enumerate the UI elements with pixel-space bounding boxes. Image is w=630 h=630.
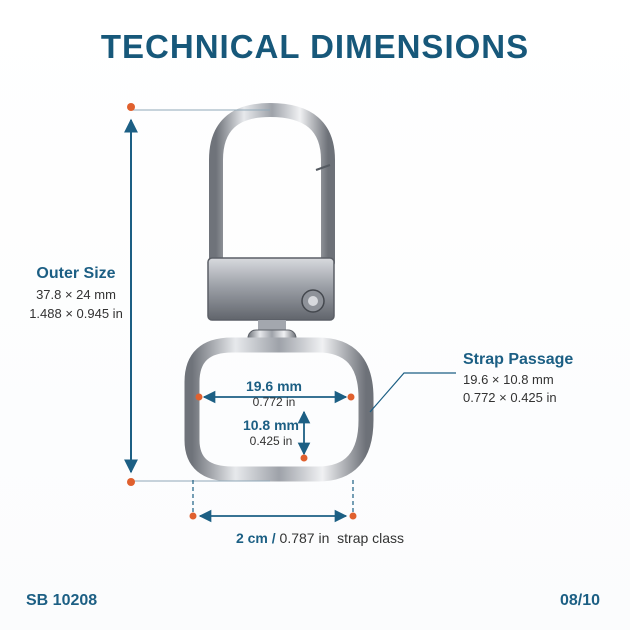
marker-dot [127, 478, 135, 486]
inner-width-dimension [195, 390, 355, 404]
inner-height-metric: 10.8 mm [242, 417, 300, 433]
strap-class-label: 2 cm / 0.787 in strap class [120, 530, 520, 546]
d-ring [184, 337, 374, 482]
strap-passage-title: Strap Passage [463, 351, 574, 368]
outer-size-title: Outer Size [36, 265, 116, 282]
inner-height-imperial: 0.425 in [249, 434, 293, 448]
strap-class-dimension [189, 480, 357, 523]
inner-height-dimension [297, 410, 311, 462]
strap-passage-imperial: 0.772 × 0.425 in [463, 390, 557, 405]
strap-class-separator: / [271, 530, 276, 546]
strap-class-suffix: strap class [337, 530, 405, 546]
product-code: SB 10208 [26, 592, 98, 609]
marker-dot [195, 393, 203, 401]
marker-dot [300, 454, 308, 462]
hook-clasp [209, 102, 335, 269]
outer-size-imperial: 1.488 × 0.945 in [29, 306, 123, 321]
strap-passage-leader [369, 372, 456, 413]
inner-height-label: 10.8 mm 0.425 in [236, 417, 306, 448]
outer-size-metric: 37.8 × 24 mm [36, 287, 116, 302]
hook-block [207, 257, 335, 321]
marker-dot [189, 512, 197, 520]
strap-class-metric: 2 cm [235, 530, 268, 546]
marker-dot [349, 512, 357, 520]
strap-class-imperial: 0.787 in [279, 530, 330, 546]
inner-width-label: 19.6 mm 0.772 in [224, 378, 324, 409]
page-index: 08/10 [559, 592, 600, 609]
marker-dot [347, 393, 355, 401]
page-title: TECHNICAL DIMENSIONS [100, 28, 530, 65]
outer-size-label: Outer Size 37.8 × 24 mm 1.488 × 0.945 in [16, 265, 136, 321]
strap-passage-metric: 19.6 × 10.8 mm [463, 372, 554, 387]
inner-width-metric: 19.6 mm [245, 378, 303, 394]
marker-dot [127, 103, 135, 111]
strap-passage-label: Strap Passage 19.6 × 10.8 mm 0.772 × 0.4… [463, 351, 613, 405]
inner-width-imperial: 0.772 in [252, 395, 296, 409]
outer-size-dimension [124, 103, 270, 486]
